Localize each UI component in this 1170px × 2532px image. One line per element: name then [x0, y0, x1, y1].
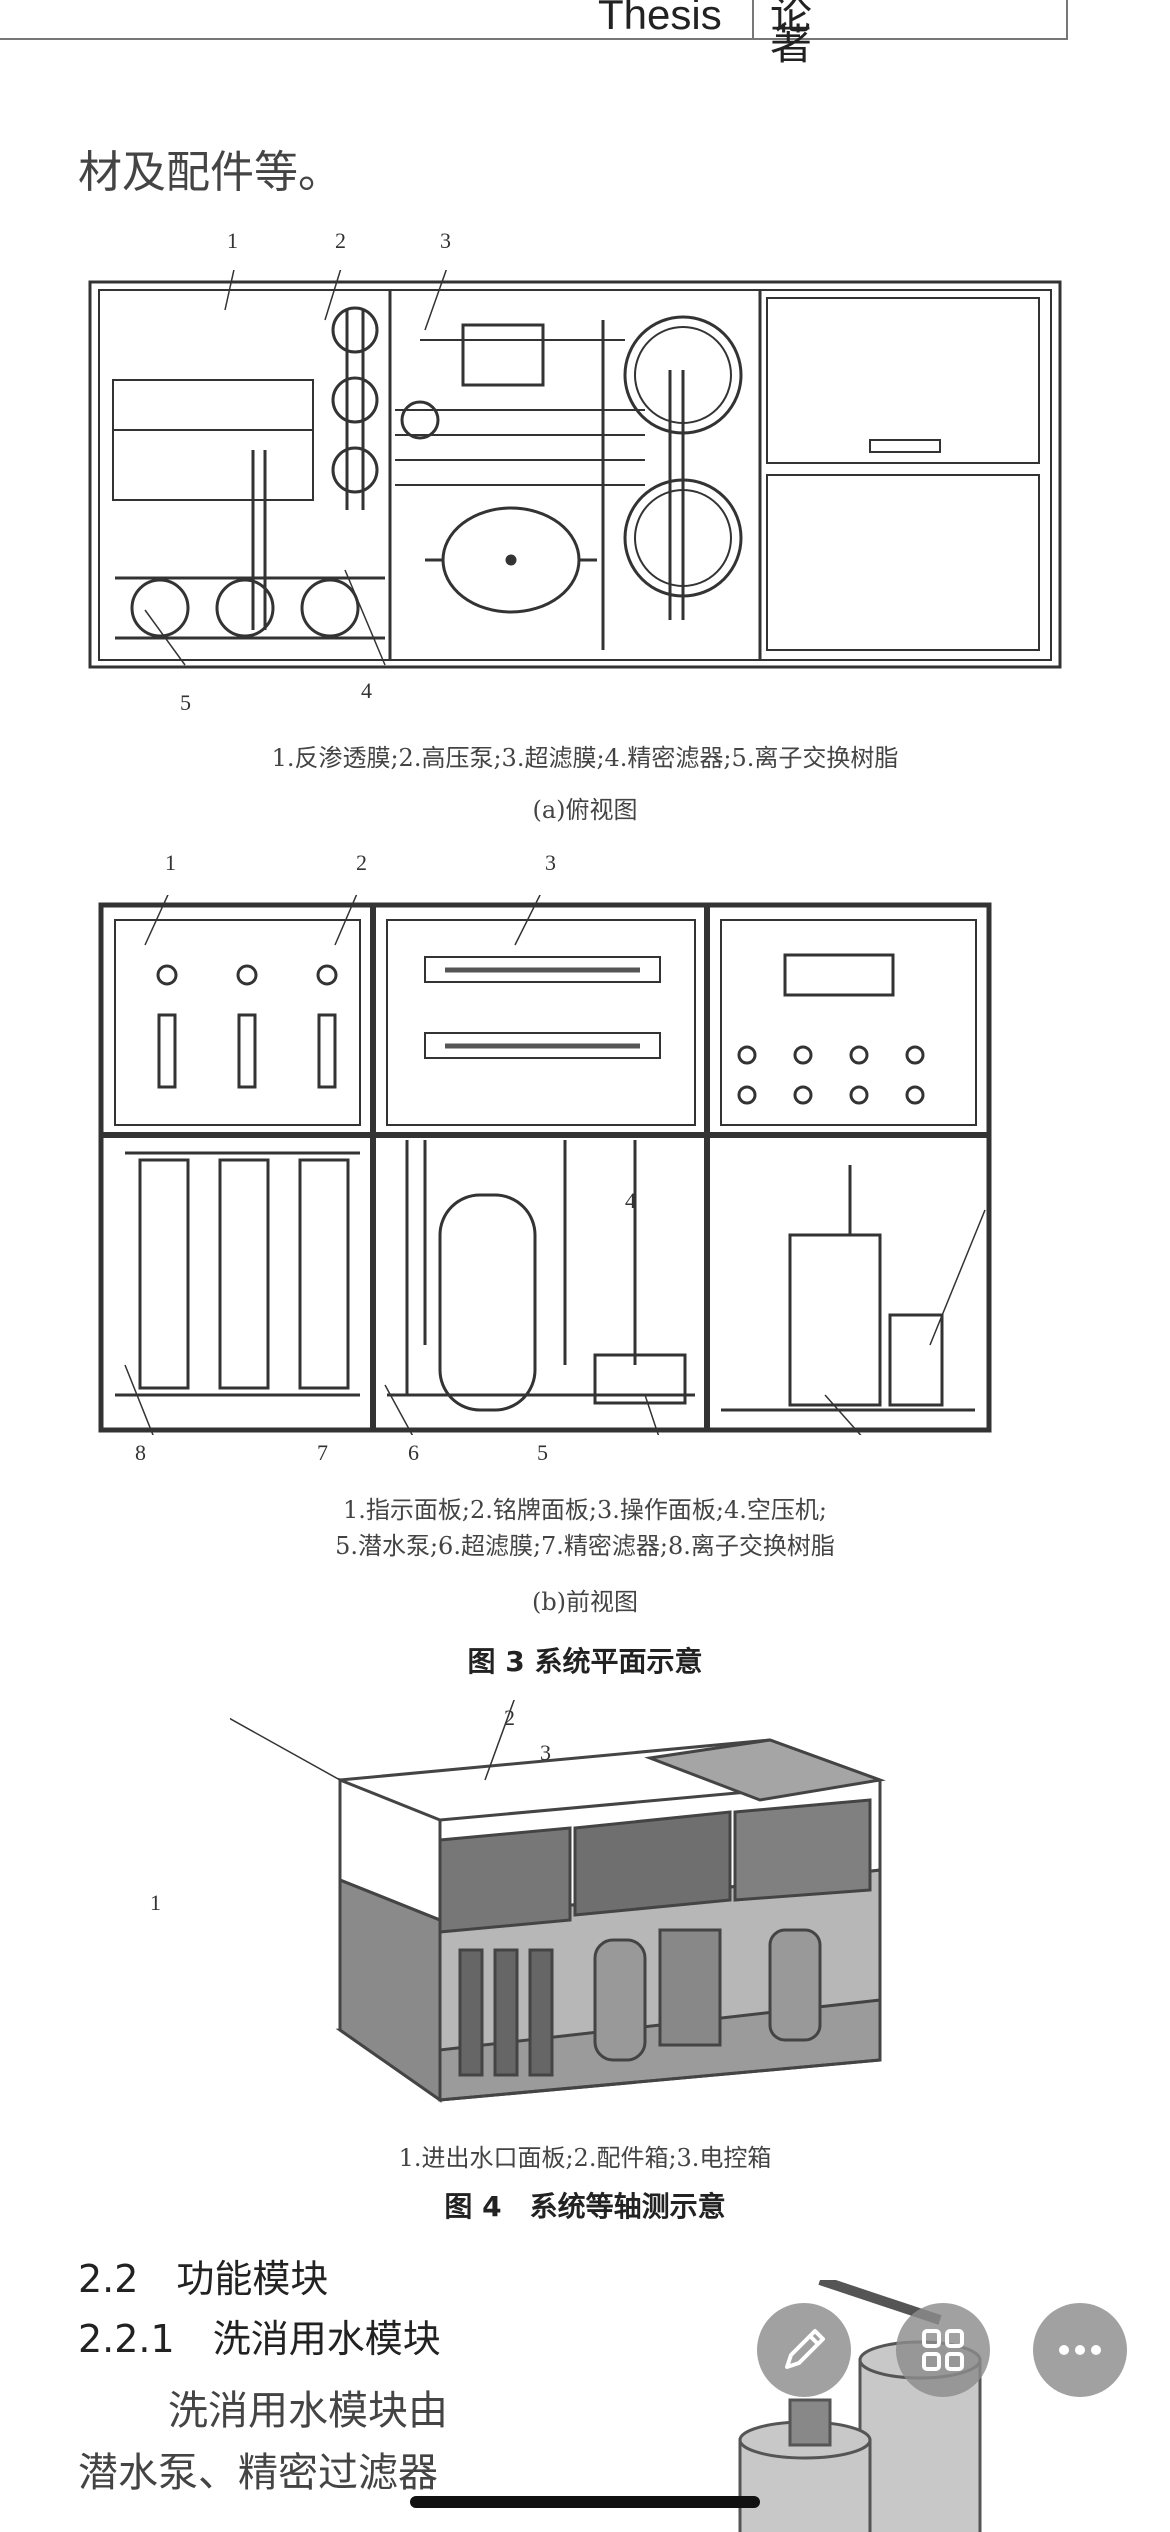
callout-b-2: 2 [356, 850, 367, 875]
callout-b-4: 4 [625, 1188, 636, 1213]
edit-icon [785, 2329, 825, 2369]
callout-4-1: 1 [150, 1890, 161, 1915]
figure-b-front-view [98, 895, 992, 1435]
paragraph-line-1: 洗消用水模块由 [168, 2388, 448, 2434]
figure-a-legend: 1.反渗透膜;2.高压泵;3.超滤膜;4.精密滤器;5.离子交换树脂 [271, 744, 899, 772]
more-button[interactable] [1033, 2303, 1127, 2397]
callout-b-3: 3 [545, 850, 556, 875]
figure-a-caption: (a)俯视图 [532, 796, 638, 824]
callout-a-3: 3 [440, 228, 451, 253]
figure-4-title: 图 4 系统等轴测示意 [444, 2190, 726, 2223]
header-thesis-label: Thesis [598, 0, 722, 38]
figure-b-caption: (b)前视图 [531, 1588, 639, 1616]
callout-4-3: 3 [540, 1740, 551, 1765]
grid-icon [922, 2329, 964, 2371]
callout-a-5: 5 [180, 690, 191, 715]
callout-a-1: 1 [227, 228, 238, 253]
paragraph-line-2: 潜水泵、精密过滤器 [78, 2450, 438, 2496]
callout-b-5: 5 [537, 1440, 548, 1465]
section-heading: 2.2 功能模块 [78, 2257, 329, 2301]
figure-4-isometric-view [230, 1700, 886, 2103]
home-indicator[interactable] [410, 2496, 760, 2508]
edit-button[interactable] [757, 2303, 851, 2397]
header-section-label: 论 著 [770, 0, 953, 68]
figure-b-legend-line2: 5.潜水泵;6.超滤膜;7.精密滤器;8.离子交换树脂 [335, 1532, 835, 1560]
subsection-heading: 2.2.1 洗消用水模块 [78, 2317, 441, 2361]
callout-4-2: 2 [504, 1705, 515, 1730]
callout-a-4: 4 [361, 678, 372, 703]
grid-button[interactable] [896, 2303, 990, 2397]
callout-a-2: 2 [335, 228, 346, 253]
callout-b-1: 1 [165, 850, 176, 875]
figure-3-title: 图 3 系统平面示意 [467, 1645, 703, 1678]
callout-b-6: 6 [408, 1440, 419, 1465]
more-icon [1059, 2345, 1101, 2355]
body-text-top: 材及配件等。 [78, 147, 342, 198]
callout-b-7: 7 [317, 1440, 328, 1465]
figure-4-legend: 1.进出水口面板;2.配件箱;3.电控箱 [398, 2144, 772, 2172]
callout-b-8: 8 [135, 1440, 146, 1465]
figure-a-top-view [88, 270, 1062, 669]
figure-b-legend-line1: 1.指示面板;2.铭牌面板;3.操作面板;4.空压机; [343, 1496, 827, 1524]
